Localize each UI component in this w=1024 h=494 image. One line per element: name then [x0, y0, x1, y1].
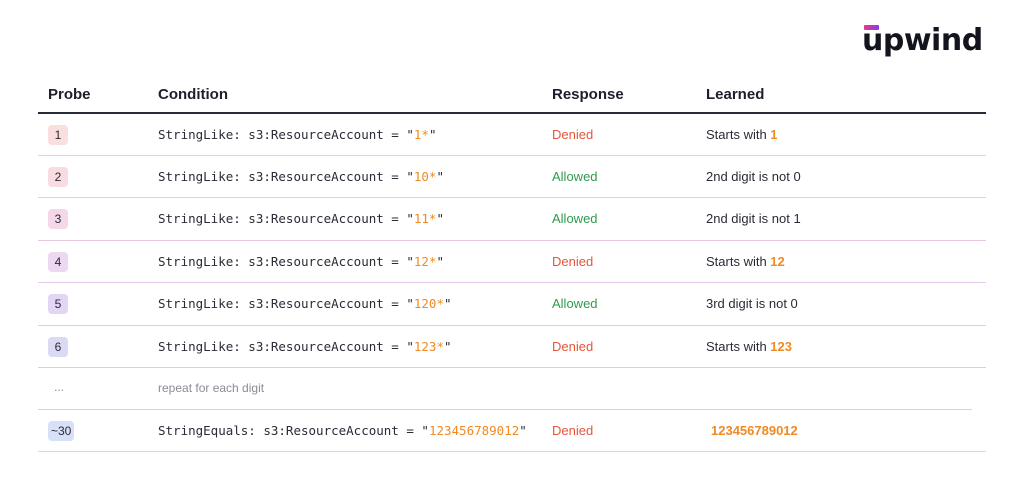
header-response: Response [552, 86, 624, 103]
probe-ellipsis: ... [54, 380, 65, 394]
row-divider [38, 409, 972, 410]
condition-cell: StringLike: s3:ResourceAccount = "11*" [158, 211, 444, 226]
condition-cell: StringLike: s3:ResourceAccount = "120*" [158, 296, 452, 311]
response-cell: Allowed [552, 169, 598, 184]
row-divider [38, 282, 986, 283]
response-cell: Denied [552, 339, 594, 354]
learned-cell: Starts with 12 [706, 254, 785, 269]
row-divider [38, 451, 986, 452]
probe-badge: 3 [48, 209, 68, 229]
response-cell: Denied [552, 127, 594, 142]
upwind-logo: upwind [862, 22, 983, 64]
probe-badge: 1 [48, 125, 68, 145]
table-row: 5 StringLike: s3:ResourceAccount = "120*… [38, 283, 986, 326]
condition-cell: StringLike: s3:ResourceAccount = "123*" [158, 339, 452, 354]
row-divider [38, 240, 986, 241]
table-row: ... repeat for each digit [38, 368, 986, 410]
header-condition: Condition [158, 86, 228, 103]
learned-cell: 2nd digit is not 1 [706, 211, 801, 226]
probe-badge: 5 [48, 294, 68, 314]
probe-badge: 6 [48, 337, 68, 357]
learned-cell: 2nd digit is not 0 [706, 169, 801, 184]
probe-badge: 4 [48, 252, 68, 272]
header-probe: Probe [48, 86, 91, 103]
condition-cell: StringLike: s3:ResourceAccount = "10*" [158, 169, 444, 184]
response-cell: Allowed [552, 296, 598, 311]
condition-cell: StringLike: s3:ResourceAccount = "1*" [158, 127, 437, 142]
logo-wordmark: upwind [862, 23, 983, 58]
row-divider [38, 155, 986, 156]
table-row: 3 StringLike: s3:ResourceAccount = "11*"… [38, 198, 986, 241]
row-divider [38, 325, 986, 326]
response-cell: Allowed [552, 211, 598, 226]
table-row: ~30 StringEquals: s3:ResourceAccount = "… [38, 410, 986, 452]
probe-badge: 2 [48, 167, 68, 187]
header-learned: Learned [706, 86, 765, 103]
response-cell: Denied [552, 254, 594, 269]
logo-accent-bar [864, 25, 879, 30]
condition-cell: StringLike: s3:ResourceAccount = "12*" [158, 254, 444, 269]
row-divider [38, 197, 986, 198]
learned-cell: 3rd digit is not 0 [706, 296, 798, 311]
table-row: 4 StringLike: s3:ResourceAccount = "12*"… [38, 241, 986, 283]
learned-cell: Starts with 1 [706, 127, 778, 142]
response-cell: Denied [552, 423, 594, 438]
condition-cell: StringEquals: s3:ResourceAccount = "1234… [158, 423, 527, 438]
table-row: 2 StringLike: s3:ResourceAccount = "10*"… [38, 156, 986, 198]
repeat-note: repeat for each digit [158, 381, 265, 395]
table-row: 1 StringLike: s3:ResourceAccount = "1*" … [38, 114, 986, 156]
header-rule [38, 112, 986, 114]
probe-badge: ~30 [48, 421, 75, 441]
row-divider [38, 367, 986, 368]
learned-cell: 123456789012 [711, 423, 798, 438]
table-row: 6 StringLike: s3:ResourceAccount = "123*… [38, 326, 986, 368]
learned-cell: Starts with 123 [706, 339, 792, 354]
